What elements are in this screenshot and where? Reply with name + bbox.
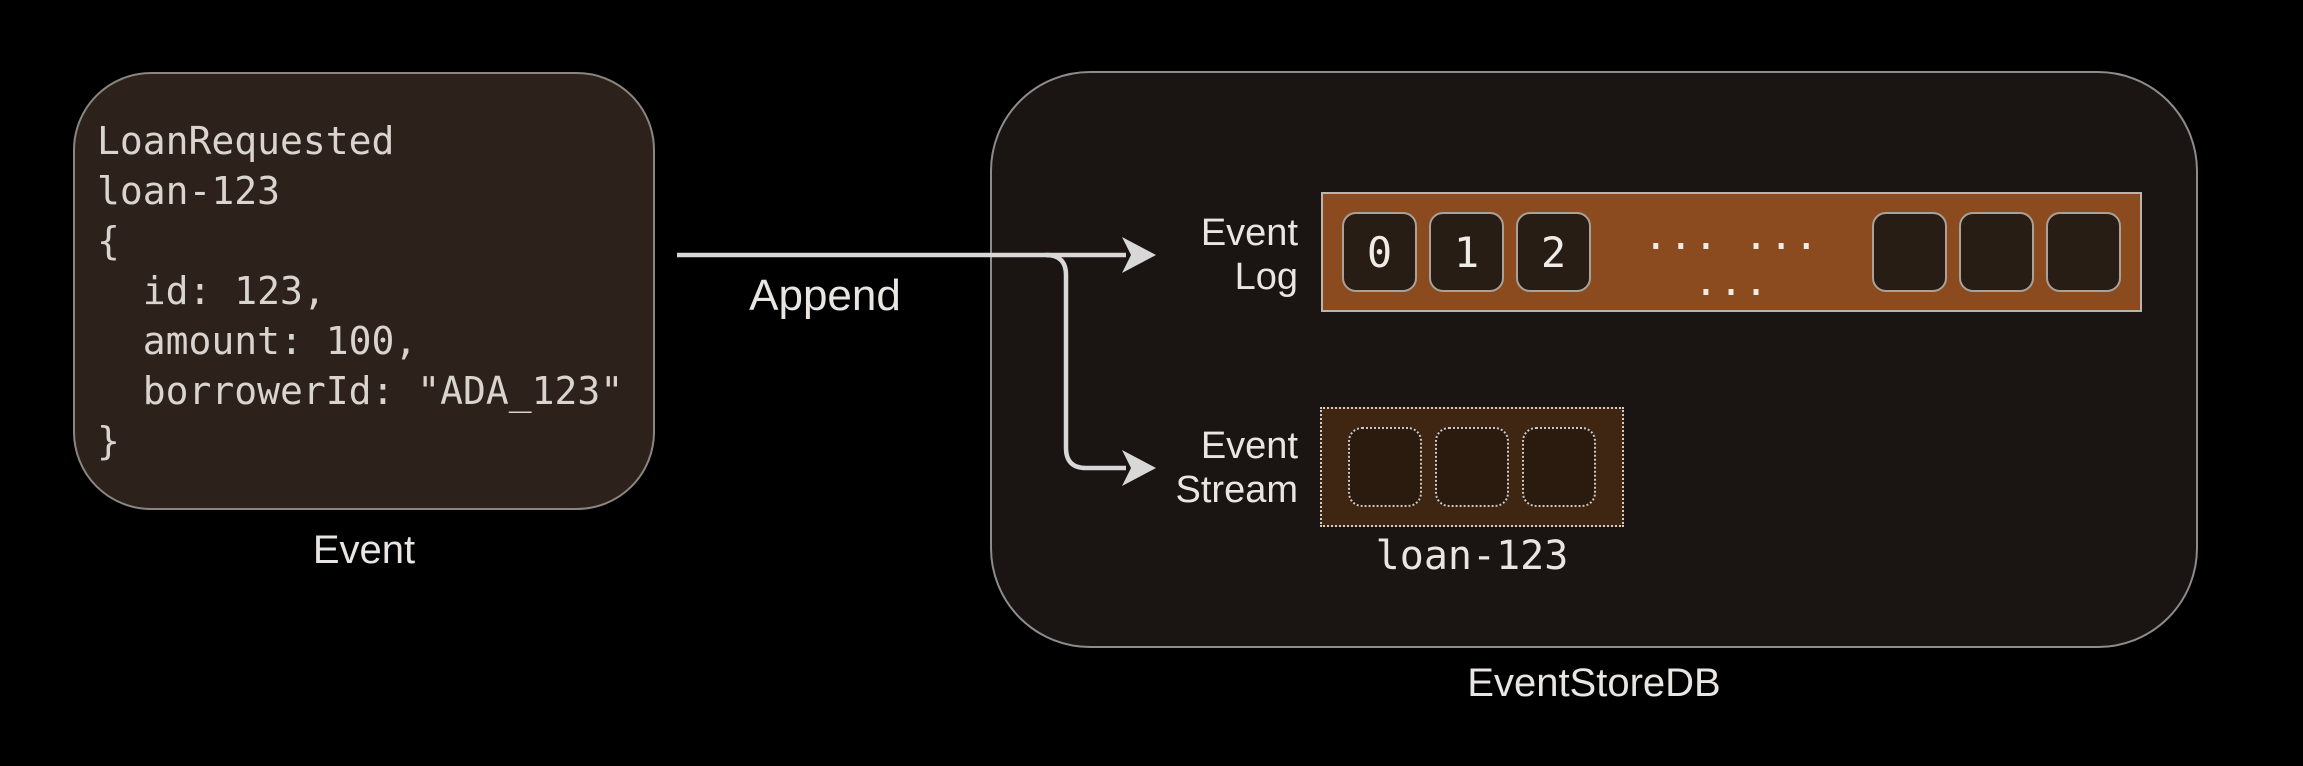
code-line: borrowerId: "ADA_123"	[97, 369, 624, 413]
stream-cell-empty	[1435, 427, 1509, 507]
log-cell-empty	[1959, 212, 2034, 292]
code-line: id: 123,	[97, 269, 326, 313]
stream-cell-empty	[1348, 427, 1422, 507]
event-log-label-line2: Log	[1234, 256, 1298, 298]
code-line: LoanRequested	[97, 119, 395, 163]
event-stream-label: Event Stream	[1048, 424, 1298, 512]
event-log-label: Event Log	[1048, 211, 1298, 299]
code-line: amount: 100,	[97, 319, 418, 363]
stream-cell-empty	[1522, 427, 1596, 507]
log-cell-empty	[1872, 212, 1947, 292]
stream-name-label: loan-123	[1375, 533, 1569, 579]
event-code: LoanRequested loan-123 { id: 123, amount: …	[75, 74, 653, 508]
code-line: {	[97, 219, 120, 263]
event-stream-label-line2: Stream	[1175, 469, 1298, 511]
eventstoredb-label: EventStoreDB	[1467, 661, 1721, 705]
log-cell: 2	[1516, 212, 1591, 292]
log-cell-empty	[2046, 212, 2121, 292]
ellipsis-dots: ... ... ...	[1643, 213, 1820, 305]
event-stream-box	[1320, 407, 1624, 527]
code-line: }	[97, 419, 120, 463]
log-cell: 1	[1429, 212, 1504, 292]
event-log-label-line1: Event	[1200, 212, 1298, 254]
code-line: loan-123	[97, 169, 281, 213]
event-log-bar: 0 1 2 ... ... ...	[1321, 192, 2142, 312]
event-stream-label-line1: Event	[1200, 425, 1298, 467]
event-code-box: LoanRequested loan-123 { id: 123, amount: …	[73, 72, 655, 510]
event-box-label: Event	[312, 528, 416, 572]
append-label: Append	[749, 271, 901, 320]
log-cell: 0	[1342, 212, 1417, 292]
eventstoredb-container	[990, 71, 2198, 648]
